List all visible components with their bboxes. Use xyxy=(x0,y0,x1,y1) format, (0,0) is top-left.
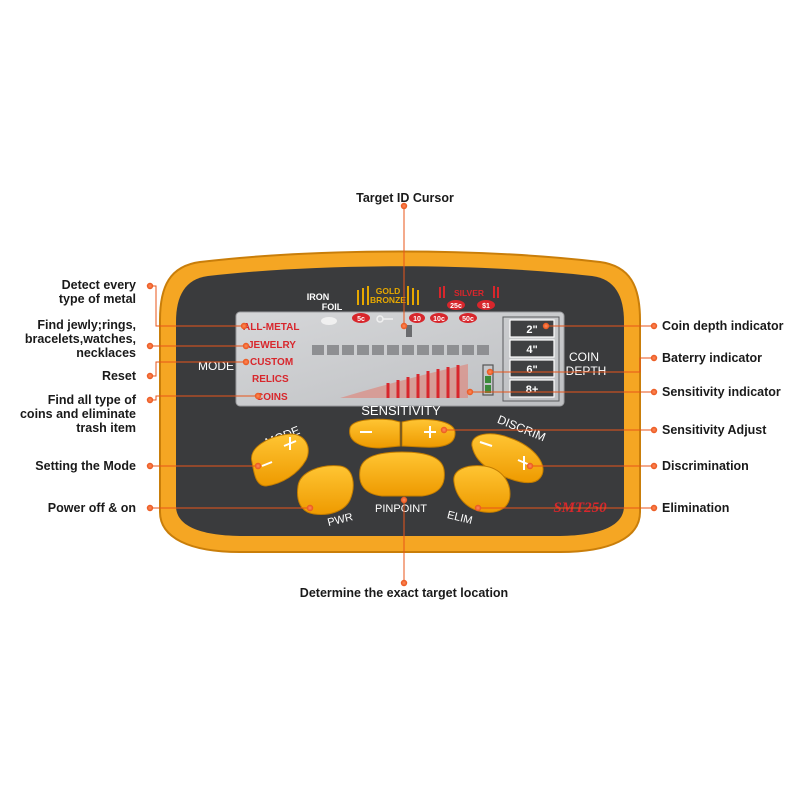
lcd-foil: FOIL xyxy=(322,302,343,312)
annotation-detect-line2: type of metal xyxy=(58,292,136,306)
annotation-coins-line2: coins and eliminate xyxy=(19,407,136,421)
mode-panel-label: MODE xyxy=(198,359,234,373)
annotation-jewelry-line3: necklaces xyxy=(76,346,136,360)
coin-10: 10 xyxy=(413,316,421,323)
battery-level xyxy=(485,385,491,393)
annotation-discrimination: Discrimination xyxy=(662,459,749,473)
sensitivity-ramp xyxy=(340,364,468,398)
lcd-silver: SILVER xyxy=(454,288,484,298)
lcd-gold: GOLD xyxy=(376,286,401,296)
mode-custom: CUSTOM xyxy=(250,357,293,368)
leader-dots xyxy=(146,202,658,587)
coin-25c: 25c xyxy=(450,303,462,310)
pwr-button[interactable] xyxy=(297,465,354,515)
elim-button[interactable] xyxy=(453,465,511,513)
annotation-find-coins: Find all type of coins and eliminate tra… xyxy=(6,393,136,435)
foil-coin-icon xyxy=(321,317,337,325)
annotation-setting-mode: Setting the Mode xyxy=(35,459,136,473)
annotation-jewelry-line1: Find jewly;rings, xyxy=(37,318,136,332)
depth-label: DEPTH xyxy=(566,364,607,378)
lcd-iron: IRON xyxy=(307,292,330,302)
key-icon xyxy=(376,315,393,323)
sensitivity-bars xyxy=(386,365,460,398)
discrim-button[interactable] xyxy=(471,433,544,484)
lcd-screen xyxy=(235,311,565,407)
pinpoint-label: PINPOINT xyxy=(375,503,427,515)
depth-2: 2" xyxy=(526,324,537,336)
target-id-segments xyxy=(312,345,489,355)
coin-values xyxy=(352,300,495,323)
annotation-detect-every: Detect every type of metal xyxy=(10,278,136,306)
battery-level-2 xyxy=(485,376,491,383)
mode-button[interactable] xyxy=(251,433,309,487)
depth-4: 4" xyxy=(526,344,537,356)
target-id-cursor xyxy=(406,325,412,337)
annotation-sensitivity-indicator: Sensitivity indicator xyxy=(662,385,781,399)
annotation-find-jewelry: Find jewly;rings, bracelets,watches, nec… xyxy=(6,318,136,360)
annotation-battery: Baterry indicator xyxy=(662,351,763,365)
pinpoint-button[interactable] xyxy=(359,451,445,497)
coin-1: $1 xyxy=(482,303,490,310)
mode-jewelry: JEWELRY xyxy=(248,340,296,351)
annotation-reset: Reset xyxy=(101,369,136,383)
sensitivity-minus-button[interactable] xyxy=(349,418,401,449)
annotation-detect-line1: Detect every xyxy=(61,278,136,292)
coin-label: COIN xyxy=(569,350,599,364)
sensitivity-label: SENSITIVITY xyxy=(361,403,441,418)
annotation-coin-depth: Coin depth indicator xyxy=(662,319,784,333)
mode-all-metal: ALL-METAL xyxy=(243,322,299,333)
annotation-target-id-cursor: Target ID Cursor xyxy=(356,191,454,205)
battery-icon xyxy=(482,364,494,396)
annotation-coins-line1: Find all type of xyxy=(47,393,136,407)
depth-8: 8+ xyxy=(526,384,539,396)
annotation-sensitivity-adjust: Sensitivity Adjust xyxy=(662,423,767,437)
annotation-pinpoint: Determine the exact target location xyxy=(299,586,509,600)
coin-depth-cells xyxy=(509,319,555,398)
mode-coins: COINS xyxy=(256,392,288,403)
annotation-coins-line3: trash item xyxy=(76,421,136,435)
coin-50c: 50c xyxy=(462,316,474,323)
annotation-jewelry-line2: bracelets,watches, xyxy=(24,332,136,346)
lcd-bronze: BRONZE xyxy=(370,295,406,305)
annotation-elimination: Elimination xyxy=(662,501,730,515)
sensitivity-plus-button[interactable] xyxy=(401,419,456,448)
gold-bronze-bars xyxy=(357,286,419,305)
coin-depth-frame xyxy=(502,316,560,402)
annotation-power: Power off & on xyxy=(47,501,136,515)
silver-bars xyxy=(439,286,499,298)
mode-relics: RELICS xyxy=(252,374,289,385)
coin-10c: 10c xyxy=(433,316,445,323)
coin-5c: 5c xyxy=(357,316,365,323)
depth-6: 6" xyxy=(526,364,537,376)
